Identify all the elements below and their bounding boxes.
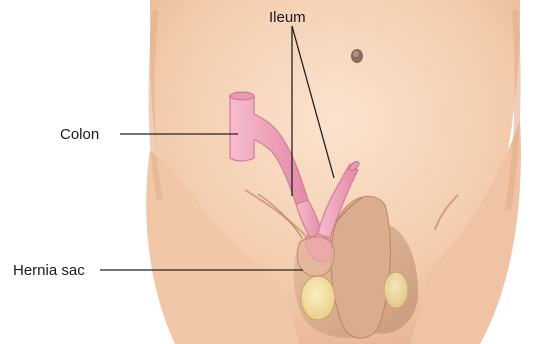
colon-label: Colon <box>60 126 99 143</box>
left-testis <box>301 276 335 320</box>
navel-highlight <box>353 51 359 57</box>
colon-cut-end <box>230 92 254 100</box>
right-testis <box>384 272 408 308</box>
hernia-sac-label: Hernia sac <box>13 262 85 279</box>
ileum-label: Ileum <box>269 9 306 26</box>
